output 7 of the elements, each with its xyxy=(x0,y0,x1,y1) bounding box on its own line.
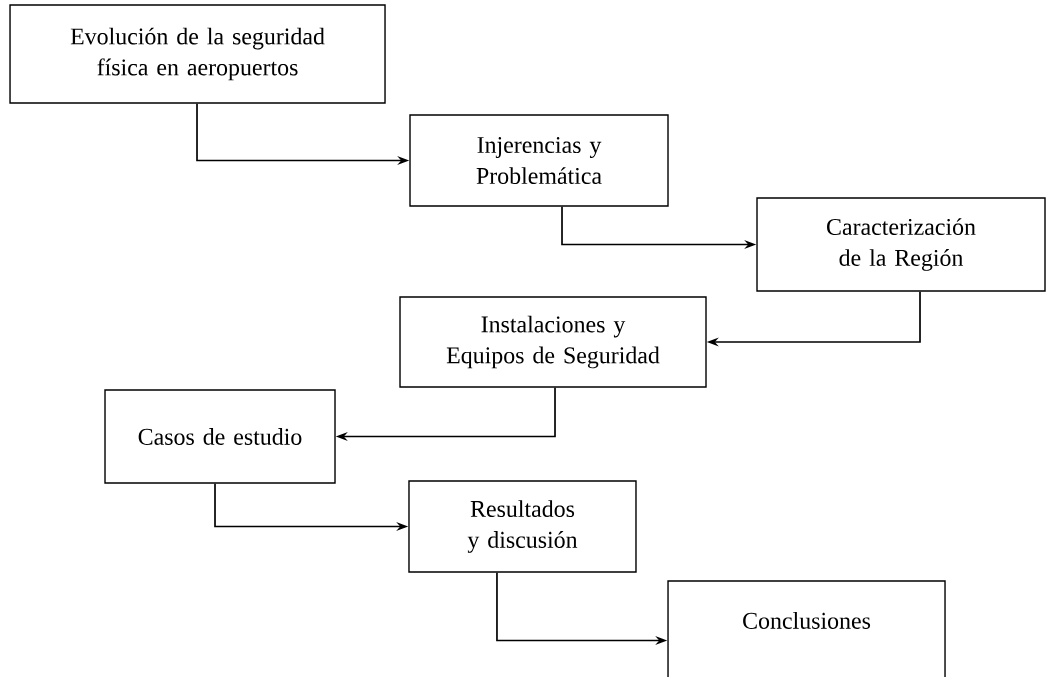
process-box: Evolución de la seguridad física en aeropuertos xyxy=(9,4,386,104)
process-box: Conclusiones xyxy=(667,580,946,677)
process-box: Casos de estudio xyxy=(104,389,336,484)
process-box: Injerencias y Problemática xyxy=(409,114,669,207)
process-box: Resultados y discusión xyxy=(408,480,637,573)
process-box: Caracterización de la Región xyxy=(756,197,1046,292)
process-box: Instalaciones y Equipos de Seguridad xyxy=(399,296,707,388)
